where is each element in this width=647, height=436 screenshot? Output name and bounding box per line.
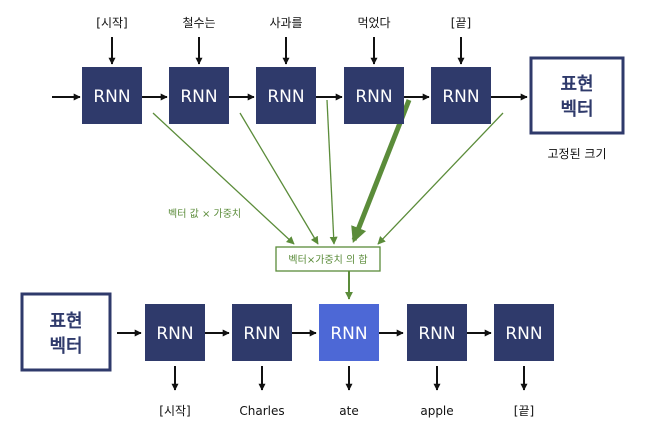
encoder-rnn-cell	[431, 67, 491, 124]
decoder-output-label: [끝]	[514, 404, 534, 418]
attention-line	[377, 112, 504, 245]
encoder-representation-vector	[529, 56, 625, 135]
rnn-cell-label: RNN	[243, 324, 280, 344]
encoder-rnn-cell	[169, 67, 229, 124]
decoder-rnn-cell	[494, 304, 554, 361]
encoder-rnn-cell	[82, 67, 142, 124]
attention-line	[239, 112, 319, 245]
representation-label-line: 표현	[49, 311, 82, 332]
rnn-cell-label: RNN	[505, 324, 542, 344]
encoder-input-arrows	[108, 37, 465, 65]
decoder-output-label: [시작]	[159, 404, 190, 418]
decoder-rnn-cell-highlighted	[319, 304, 379, 361]
decoder-output-label: Charles	[239, 404, 284, 418]
rnn-cell-label: RNN	[156, 324, 193, 344]
encoder-input-label: [끝]	[451, 16, 471, 30]
encoder-rnn-cell	[344, 67, 404, 124]
decoder-rnn-cell	[407, 304, 467, 361]
representation-label-line: 표현	[560, 74, 593, 95]
rnn-cell-label: RNN	[180, 87, 217, 107]
decoder-cells: RNN RNN RNN RNN RNN	[145, 304, 554, 361]
representation-label-line: 벡터	[560, 99, 593, 120]
attention-line	[326, 99, 338, 245]
decoder-representation-vector	[20, 292, 112, 372]
encoder-input-label: 사과를	[269, 16, 302, 30]
weighted-sum-label: 벡터×가중치 의 합	[288, 254, 367, 266]
rnn-cell-label: RNN	[330, 324, 367, 344]
weighted-sum-box	[275, 246, 381, 272]
decoder-output-label: apple	[420, 404, 453, 418]
rnn-cell-label: RNN	[355, 87, 392, 107]
attention-line	[152, 112, 295, 245]
encoder-input-label: [시작]	[96, 16, 127, 30]
rnn-cell-label: RNN	[442, 87, 479, 107]
decoder-rnn-cell	[232, 304, 292, 361]
rnn-cell-label: RNN	[267, 87, 304, 107]
encoder-input-label: 철수는	[182, 16, 215, 30]
encoder-rnn-cell	[256, 67, 316, 124]
decoder-output-arrows	[171, 366, 528, 391]
decoder-output-label: ate	[339, 404, 358, 418]
rnn-cell-label: RNN	[93, 87, 130, 107]
rnn-cell-label: RNN	[418, 324, 455, 344]
attention-weight-lines	[152, 99, 504, 245]
encoder-input-label: 먹었다	[357, 16, 390, 30]
fixed-size-caption: 고정된 크기	[547, 147, 606, 161]
representation-label-line: 벡터	[49, 336, 82, 357]
decoder-rnn-cell	[145, 304, 205, 361]
attention-weights-label: 벡터 값 × 가중치	[168, 208, 241, 220]
encoder-cells: RNN RNN RNN RNN RNN	[82, 67, 491, 124]
